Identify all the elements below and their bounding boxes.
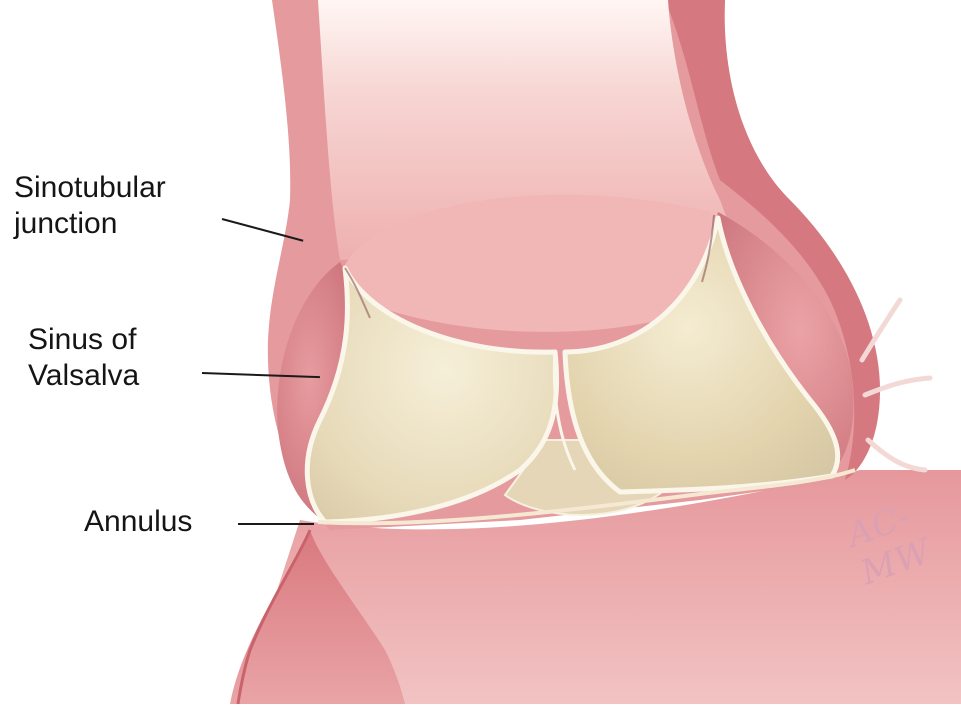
sinus-label-line2: Valsalva <box>28 358 139 394</box>
sinotubular-junction-label: Sinotubular junction <box>14 170 166 242</box>
sinus-of-valsalva-label: Sinus of Valsalva <box>28 322 139 394</box>
sinus-label-line1: Sinus of <box>28 322 139 358</box>
annulus-label-text: Annulus <box>84 504 192 540</box>
annulus-label: Annulus <box>84 504 192 540</box>
sinotubular-label-line1: Sinotubular <box>14 170 166 206</box>
sinotubular-label-line2: junction <box>14 206 166 242</box>
annulus-leader-line <box>238 523 314 525</box>
